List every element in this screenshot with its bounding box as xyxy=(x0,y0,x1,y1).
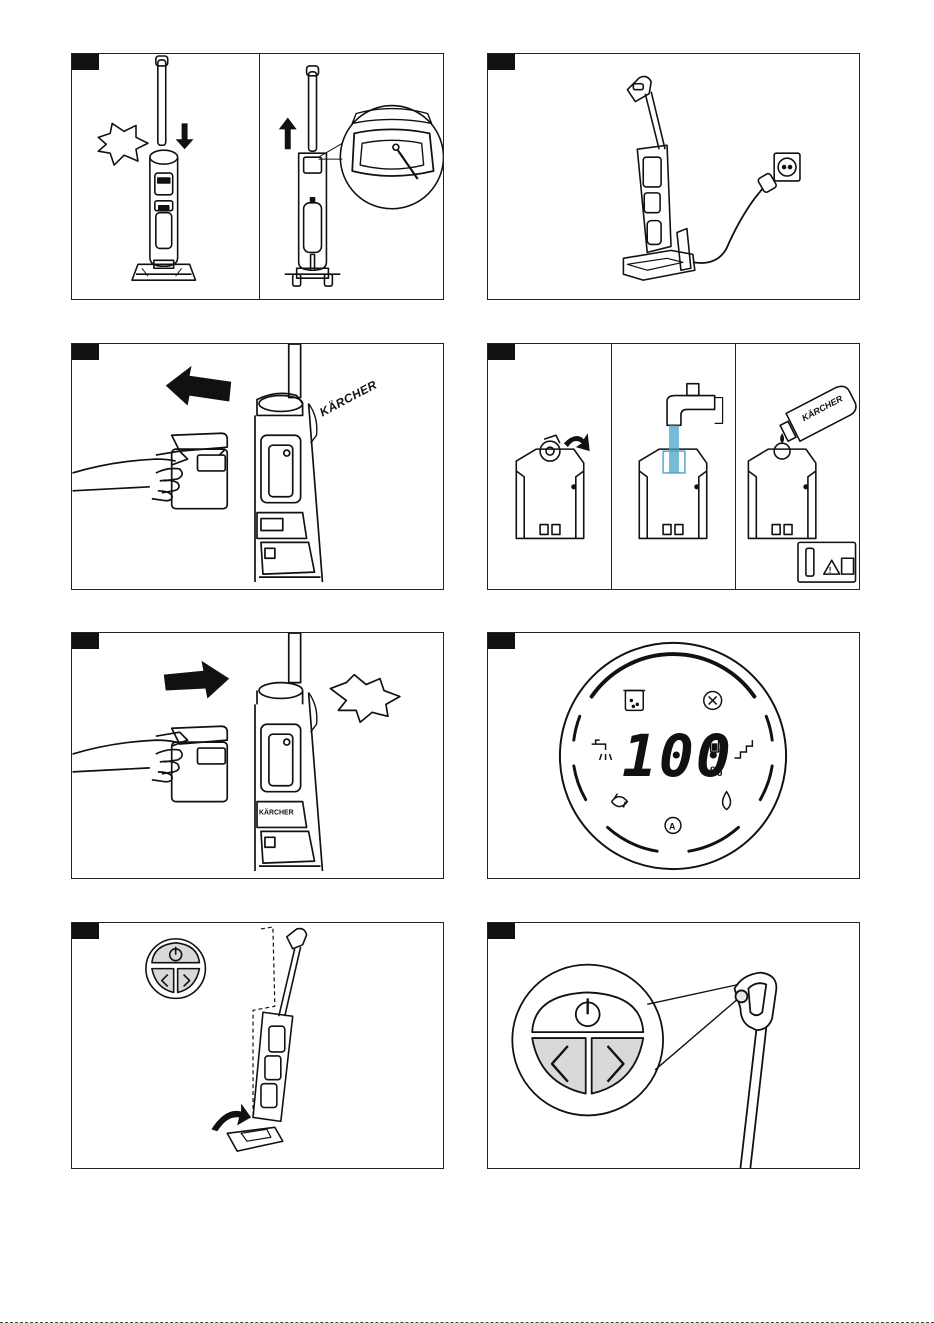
panel-charging-station xyxy=(487,53,860,300)
water-stream xyxy=(669,425,679,473)
panel-switch-on xyxy=(71,922,444,1169)
arrow-left-icon xyxy=(166,366,231,406)
svg-text:KÄRCHER: KÄRCHER xyxy=(259,809,294,817)
panel-control-buttons xyxy=(487,922,860,1169)
arrow-curved-icon xyxy=(211,1104,251,1132)
svg-text:!: ! xyxy=(829,566,832,575)
arrow-right-icon xyxy=(164,661,229,699)
charging-station-illustration xyxy=(488,54,859,299)
click-burst-icon xyxy=(330,675,399,723)
panel-fill-fresh-water-tank: KÄRCHER ! xyxy=(487,343,860,590)
fresh-water-icon xyxy=(592,740,606,750)
panel-remove-fresh-water-tank: KÄRCHER xyxy=(71,343,444,590)
click-burst-icon xyxy=(98,123,148,165)
read-manual-icon xyxy=(842,558,854,574)
arrow-down-icon xyxy=(176,123,194,149)
attach-handle-illustration xyxy=(72,54,443,299)
svg-text:KÄRCHER: KÄRCHER xyxy=(317,377,380,420)
charge-percent-unit: % xyxy=(710,763,722,779)
control-buttons-illustration xyxy=(488,923,859,1168)
arrow-up-icon xyxy=(279,117,297,149)
max-power-icon xyxy=(735,740,753,758)
warning-icon xyxy=(824,560,840,574)
self-cleaning-icon xyxy=(612,794,628,808)
panel-display: A 100 % xyxy=(487,632,860,879)
faucet-icon xyxy=(667,396,715,426)
remove-tank-illustration: KÄRCHER xyxy=(72,344,443,589)
detail-magnifier xyxy=(340,106,443,209)
panel-insert-fresh-water-tank: KÄRCHER xyxy=(71,632,444,879)
left-arrow-button xyxy=(532,1038,586,1094)
fill-tank-illustration: KÄRCHER ! xyxy=(488,344,859,589)
detergent-brand: KÄRCHER xyxy=(800,393,845,423)
panel-attach-handle xyxy=(71,53,444,300)
right-arrow-button xyxy=(592,1038,644,1094)
insert-tank-illustration: KÄRCHER xyxy=(72,633,443,878)
cap-icon xyxy=(540,441,560,461)
switch-on-illustration xyxy=(72,923,443,1168)
svg-text:A: A xyxy=(669,821,676,831)
progress-arc xyxy=(592,654,755,696)
water-flow-icon xyxy=(723,792,731,810)
